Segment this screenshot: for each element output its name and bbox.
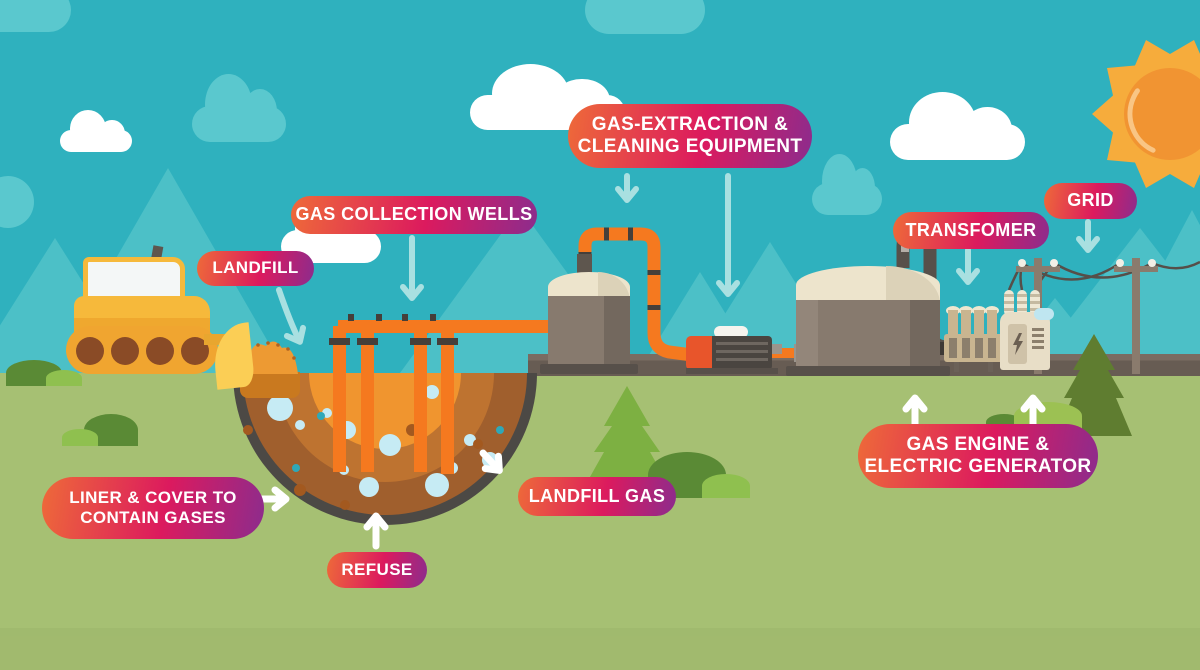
refuse-speck <box>243 425 253 435</box>
wheel <box>76 337 104 365</box>
transformer-door <box>1008 324 1027 364</box>
cylinder <box>961 310 971 336</box>
cloud-icon <box>0 0 71 32</box>
bulldozer <box>60 240 260 390</box>
label-text: GRID <box>1067 190 1114 211</box>
pump-fin <box>716 358 768 361</box>
label-grid: GRID <box>1044 183 1137 219</box>
pump-body <box>712 336 772 370</box>
label-text: CONTAIN GASES <box>80 508 226 527</box>
arrow-down-icon <box>276 287 307 345</box>
tank-body-shade <box>604 296 630 366</box>
cylinder <box>948 310 958 336</box>
gas-dot <box>496 426 504 434</box>
gas-engine-generator <box>942 304 1010 374</box>
blade-arm <box>204 334 234 345</box>
engine-leg <box>954 360 959 372</box>
arrow-down-icon <box>479 449 503 474</box>
wheel <box>146 337 174 365</box>
pump-cap <box>714 326 748 338</box>
engine-groove <box>975 338 983 358</box>
lightning-bolt-icon <box>1012 333 1023 355</box>
extraction-pump <box>686 324 782 376</box>
label-text: GAS ENGINE & <box>906 433 1050 455</box>
transformer-glint <box>1034 308 1054 320</box>
label-text: ELECTRIC GENERATOR <box>864 456 1092 477</box>
wheel <box>111 337 139 365</box>
gas-bubble <box>322 408 332 418</box>
vent-line <box>1032 340 1044 343</box>
label-text: CLEANING EQUIPMENT <box>577 136 803 157</box>
gas-storage-tank <box>786 262 950 376</box>
label-refuse: REFUSE <box>327 552 427 588</box>
pine-tree <box>586 386 668 484</box>
vent-line <box>1032 346 1044 349</box>
tank-base <box>786 366 950 376</box>
pump-shaft <box>770 344 782 354</box>
cylinder <box>987 310 997 336</box>
label-text: LANDFILL GAS <box>528 485 666 506</box>
label-liner-cover: LINER & COVER TO CONTAIN GASES <box>42 477 264 539</box>
gas-bubble <box>425 385 439 399</box>
transformer <box>998 286 1054 374</box>
insulator <box>1030 290 1040 316</box>
pump-base <box>686 368 778 374</box>
label-text: LINER & COVER TO <box>69 487 237 507</box>
label-landfill-gas: LANDFILL GAS <box>518 477 676 516</box>
label-gas-engine: GAS ENGINE & ELECTRIC GENERATOR <box>858 424 1098 488</box>
label-text: TRANSFOMER <box>905 219 1037 240</box>
extraction-tank <box>540 250 640 375</box>
insulator <box>1004 290 1014 316</box>
cloud-icon <box>585 0 705 34</box>
vent-line <box>1032 328 1044 331</box>
bush <box>46 370 82 386</box>
engine-groove <box>949 338 957 358</box>
insulator <box>1017 290 1027 316</box>
engine-groove <box>988 338 996 358</box>
cylinder <box>974 310 984 336</box>
label-text: LANDFILL <box>212 258 299 278</box>
gas-bubble <box>425 473 449 497</box>
engine-groove <box>962 338 970 358</box>
cloud-icon <box>192 73 286 142</box>
gas-bubble <box>359 477 379 497</box>
gas-bubble <box>379 434 401 456</box>
refuse-speck <box>294 484 306 496</box>
label-text: GAS COLLECTION WELLS <box>295 204 533 225</box>
cloud-icon <box>812 154 882 215</box>
tank-body-shade <box>910 300 940 368</box>
pump-motor <box>686 336 714 370</box>
label-text: GAS-EXTRACTION & <box>591 113 789 135</box>
grass-shade <box>0 628 1200 670</box>
cloud-icon <box>890 91 1025 160</box>
label-text: REFUSE <box>341 559 413 579</box>
label-transfomer: TRANSFOMER <box>893 212 1049 249</box>
pump-fin <box>716 342 768 345</box>
tank-body-light <box>796 300 818 368</box>
gas-dot <box>292 464 300 472</box>
power-pole <box>1132 258 1140 374</box>
refuse-speck <box>340 500 350 510</box>
tank-base <box>540 364 638 374</box>
tank-chimney <box>577 254 592 276</box>
gas-bubble <box>267 395 293 421</box>
gas-bubble <box>295 420 305 430</box>
pump-fin <box>716 350 768 353</box>
cloud-icon <box>60 110 132 152</box>
label-gas-collection-wells: GAS COLLECTION WELLS <box>291 196 537 234</box>
gas-collection-pipes <box>329 314 560 474</box>
label-gas-extraction: GAS-EXTRACTION & CLEANING EQUIPMENT <box>568 104 812 168</box>
refuse-speck <box>473 439 483 449</box>
sun-icon <box>1092 40 1200 188</box>
bush <box>702 474 750 498</box>
bush <box>62 429 98 446</box>
vent-line <box>1032 334 1044 337</box>
gas-dot <box>317 412 325 420</box>
label-landfill: LANDFILL <box>197 251 314 286</box>
engine-leg <box>988 360 993 372</box>
